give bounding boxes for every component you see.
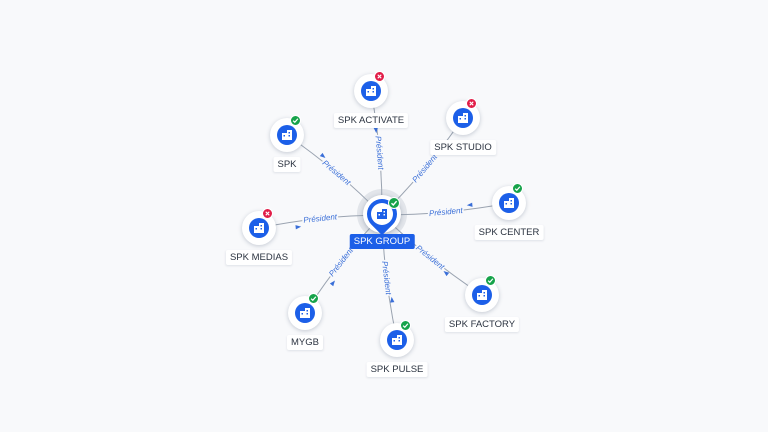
edge-label-background bbox=[320, 156, 355, 188]
edge-label-group-spk-studio: Président bbox=[408, 150, 440, 185]
edge-label: Président bbox=[303, 212, 338, 225]
node-label: SPK FACTORY bbox=[444, 317, 520, 332]
building-icon bbox=[371, 203, 393, 225]
building-icon bbox=[295, 303, 315, 323]
node-label: SPK ACTIVATE bbox=[333, 113, 409, 128]
node-circle bbox=[354, 71, 388, 108]
edge-arrow-spk-activate bbox=[373, 127, 378, 134]
node-label: SPK PULSE bbox=[366, 362, 428, 377]
active-check-icon bbox=[485, 275, 496, 286]
edge-label-background bbox=[413, 241, 448, 272]
edge-arrow-spk-medias bbox=[295, 225, 302, 230]
node-label: SPK CENTER bbox=[474, 225, 544, 240]
edge-label-group-mygb: Président bbox=[325, 244, 356, 279]
node-label: SPK bbox=[273, 157, 301, 172]
edge-label-group-spk: Président bbox=[320, 156, 355, 188]
node-label: MYGB bbox=[287, 335, 323, 350]
center-node-label: SPK GROUP bbox=[349, 234, 415, 249]
node-circle bbox=[380, 320, 414, 357]
edge-label-background bbox=[325, 244, 356, 279]
active-check-icon bbox=[512, 183, 523, 194]
edge-label-group-spk-activate: Président bbox=[373, 134, 388, 172]
inactive-cross-icon bbox=[262, 208, 273, 219]
building-icon bbox=[453, 108, 473, 128]
edge-label: Président bbox=[374, 136, 386, 171]
building-icon bbox=[361, 81, 381, 101]
edge-arrow-mygb bbox=[329, 280, 335, 287]
edge-arrow-spk-center bbox=[466, 202, 473, 207]
edge-label-group-spk-medias: Président bbox=[301, 210, 339, 225]
building-icon bbox=[387, 330, 407, 350]
active-check-icon bbox=[388, 197, 400, 209]
edge-label-background bbox=[380, 259, 395, 297]
edge-arrow-spk-pulse bbox=[390, 296, 395, 303]
edge-label-background bbox=[301, 210, 339, 225]
active-check-icon bbox=[290, 115, 301, 126]
edge-arrow-spk-factory bbox=[443, 271, 450, 277]
edge-label-group-spk-center: Président bbox=[427, 204, 465, 218]
node-circle bbox=[288, 293, 322, 330]
active-check-icon bbox=[400, 320, 411, 331]
node-label: SPK MEDIAS bbox=[225, 250, 293, 265]
inactive-cross-icon bbox=[466, 98, 477, 109]
node-circle bbox=[492, 183, 526, 220]
node-circle bbox=[242, 208, 276, 245]
edge-label: Président bbox=[411, 152, 440, 184]
edge-label: Président bbox=[380, 261, 393, 296]
building-icon bbox=[249, 218, 269, 238]
inactive-cross-icon bbox=[374, 71, 385, 82]
edge-label-background bbox=[408, 150, 440, 185]
building-icon bbox=[277, 125, 297, 145]
edge-label: Président bbox=[321, 158, 353, 187]
node-circle bbox=[270, 115, 304, 152]
node-circle bbox=[465, 275, 499, 312]
edge-label-group-spk-pulse: Président bbox=[380, 259, 395, 297]
node-label: SPK STUDIO bbox=[430, 140, 496, 155]
edge-label: Président bbox=[414, 243, 447, 272]
node-circle bbox=[446, 98, 480, 135]
edge-label: Président bbox=[327, 245, 355, 278]
building-icon bbox=[499, 193, 519, 213]
edge-label-group-spk-factory: Président bbox=[413, 241, 448, 272]
edge-label: Président bbox=[429, 206, 464, 218]
edge-label-background bbox=[427, 204, 465, 218]
building-icon bbox=[472, 285, 492, 305]
edge-label-background bbox=[373, 134, 388, 172]
edge-arrow-spk bbox=[319, 152, 326, 159]
active-check-icon bbox=[308, 293, 319, 304]
